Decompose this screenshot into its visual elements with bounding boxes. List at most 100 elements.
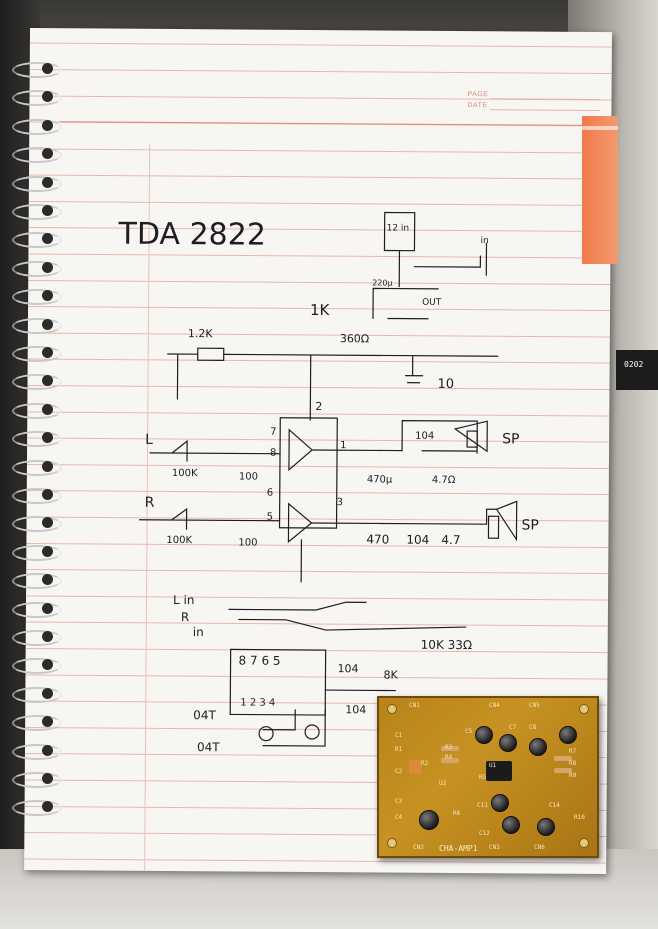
c104-b-label: 104	[345, 703, 366, 716]
pcb-silkscreen-label: R10	[574, 814, 585, 821]
binding-hole	[42, 801, 53, 813]
out-47-r-label: 4.7	[441, 533, 460, 547]
pcb-silkscreen-label: C11	[477, 802, 488, 809]
pcb-ic-chip	[486, 761, 512, 781]
pcb-capacitor	[502, 816, 520, 834]
spiral-ring	[12, 715, 62, 732]
pin6-label: 6	[267, 488, 273, 499]
pcb-mount-hole	[579, 838, 589, 848]
pin7-label: 7	[270, 427, 276, 438]
spiral-ring	[12, 800, 62, 817]
binding-hole	[42, 63, 53, 74]
pcb-silkscreen-label: R6	[453, 810, 461, 817]
pcb-silkscreen-label: C3	[395, 798, 403, 805]
pcb-silkscreen-label: CN6	[534, 844, 545, 851]
pcb-silkscreen-label: C2	[395, 768, 403, 775]
pcb-silkscreen-label: CN4	[489, 702, 500, 709]
pcb-mount-hole	[387, 704, 397, 714]
binding-hole	[42, 347, 53, 358]
binding-hole	[42, 233, 53, 245]
binding-hole	[42, 659, 53, 671]
schematic-drawing: TDA 2822 12 in in 220µ OUT 1K 360Ω 1.2K …	[117, 211, 539, 754]
pcb-silkscreen-label: C1	[395, 732, 403, 739]
spk-l-label: SP	[502, 431, 519, 447]
pcb-capacitor	[559, 726, 577, 744]
pcb-silkscreen-label: CN1	[409, 702, 420, 709]
pcb-silkscreen-label: R4	[445, 754, 453, 761]
spiral-ring	[12, 147, 62, 164]
out-a-label: 04T	[193, 708, 216, 722]
spiral-ring	[12, 260, 62, 277]
pot-1k-label: 1K	[310, 301, 331, 319]
binding-hole	[42, 318, 53, 330]
r-360-label: 360Ω	[340, 332, 370, 345]
r-10k-label: 10K 33Ω	[421, 638, 473, 652]
r-8k-label: 8K	[383, 668, 398, 681]
pcb-silkscreen-label: R7	[569, 748, 577, 755]
pcb-silkscreen-label: R9	[569, 772, 577, 779]
notebook-page: PAGE DATE	[24, 28, 612, 875]
cap-r-label: 100	[238, 537, 257, 548]
pcb-resistor	[554, 756, 572, 761]
binding-hole	[42, 773, 53, 784]
spiral-ring	[12, 686, 62, 703]
spiral-ring	[12, 317, 62, 334]
binding-hole	[42, 687, 53, 699]
spiral-ring	[12, 630, 62, 646]
pin2-label: 2	[315, 400, 322, 413]
out-470-l-label: 470µ	[367, 474, 393, 485]
spiral-ring	[12, 658, 62, 675]
reg-in-label: 12 in	[387, 223, 410, 233]
pcb-capacitor	[537, 818, 555, 836]
binding-hole	[42, 205, 53, 216]
pcb-silkscreen-label: CN3	[489, 844, 500, 851]
spiral-ring	[12, 488, 62, 504]
out-470-r-label: 470	[366, 532, 389, 546]
pcb-silkscreen-label: R8	[569, 760, 577, 767]
out-cap-l-label: 104	[415, 431, 434, 442]
reg-cap-label: 220µ	[372, 278, 392, 287]
pin5-label: 5	[267, 512, 273, 523]
spiral-ring	[12, 601, 62, 618]
spiral-ring	[12, 402, 62, 419]
c104-label: 104	[337, 662, 358, 675]
binding-hole	[42, 574, 53, 586]
spiral-ring	[12, 204, 62, 220]
spiral-ring	[12, 772, 62, 788]
pot-r-label: 100K	[166, 535, 192, 546]
pcb-silkscreen-label: R5	[479, 774, 487, 781]
binding-hole	[42, 631, 53, 642]
binding-hole	[42, 460, 53, 472]
spiral-ring	[12, 374, 62, 391]
pins-lower-label: 8 7 6 5	[239, 653, 281, 667]
pin3-label: 3	[337, 497, 343, 508]
binding-hole	[42, 148, 53, 160]
in-lower-label: in	[193, 625, 204, 639]
pcb-mount-hole	[387, 838, 397, 848]
binding-hole	[42, 91, 53, 103]
binding-hole	[42, 176, 53, 188]
spiral-ring	[12, 62, 62, 78]
binding-hole	[42, 290, 53, 302]
background-sticker-text: 0202	[624, 360, 644, 369]
out-104-r-label: 104	[406, 533, 429, 547]
cap-10-label: 10	[437, 377, 454, 392]
background-sticker	[616, 350, 658, 390]
binding-hole	[42, 119, 53, 131]
pcb-silkscreen-label: C8	[529, 724, 537, 731]
lower-node	[258, 726, 274, 742]
pcb-mount-hole	[579, 704, 589, 714]
binding-hole	[42, 489, 53, 500]
pcb-silkscreen-label: C5	[465, 728, 473, 735]
out-47-l-label: 4.7Ω	[432, 475, 456, 486]
pcb-capacitor	[475, 726, 493, 744]
binding-hole	[42, 716, 53, 728]
binding-hole	[42, 744, 53, 756]
binding-hole	[42, 545, 53, 557]
pcb-silkscreen-label: CN5	[529, 702, 540, 709]
pcb-silkscreen-label: C12	[479, 830, 490, 837]
cap-l-label: 100	[239, 471, 258, 482]
binding-hole	[42, 403, 53, 415]
pcb-silkscreen-label: C14	[549, 802, 560, 809]
index-tab	[582, 116, 618, 264]
